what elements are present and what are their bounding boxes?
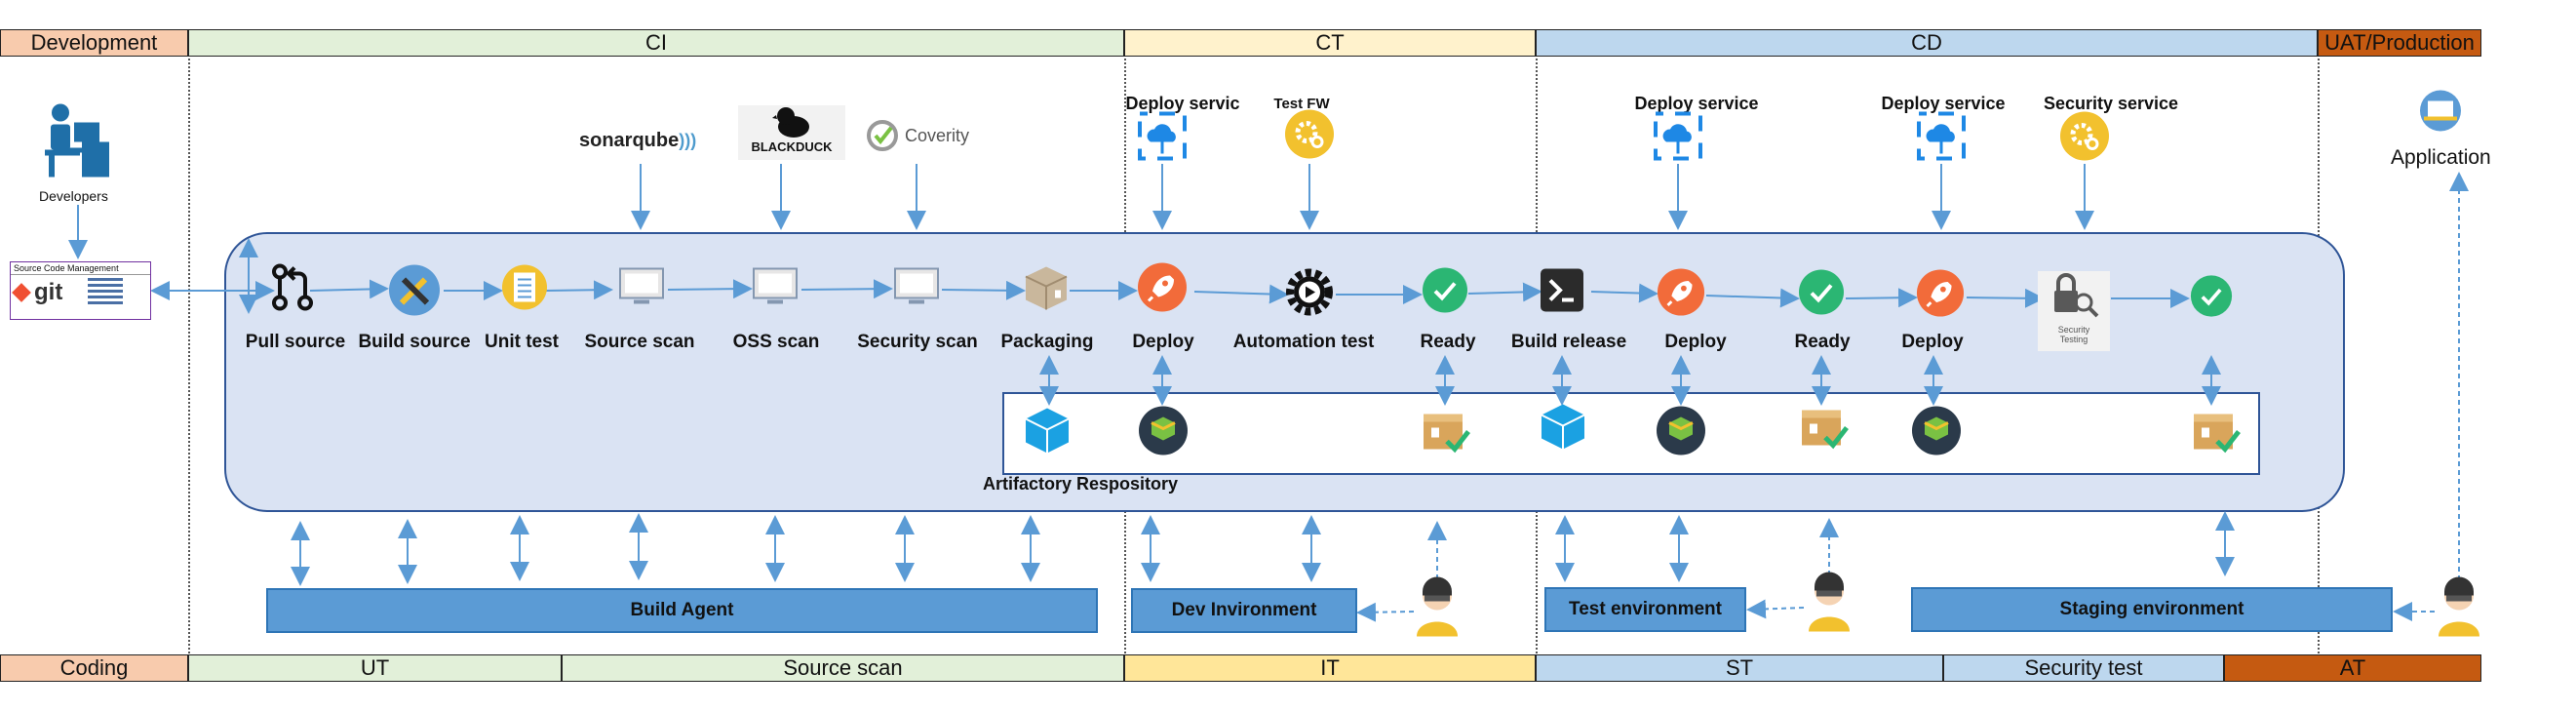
package-box-icon <box>1022 263 1071 317</box>
developers-label: Developers <box>39 188 108 204</box>
service-label: Deploy service <box>1634 94 1759 113</box>
security-scan-monitor-icon <box>891 265 942 313</box>
service-label: Deploy service <box>1881 94 2006 113</box>
service-label: Security service <box>2043 94 2179 113</box>
tester-user-icon <box>2433 576 2485 644</box>
dev-environment-box: Dev Invironment <box>1131 588 1357 633</box>
artifactory-box <box>1002 392 2260 475</box>
artifact-package-icon <box>1798 403 1849 456</box>
artifact-package-icon <box>2190 407 2241 460</box>
tester-user-icon <box>1411 576 1464 644</box>
git-label: git <box>34 279 63 305</box>
ready-check-icon <box>1422 267 1468 319</box>
step-label: Source scan <box>584 332 695 352</box>
step-label: Ready <box>1794 332 1851 352</box>
azure-deploy-icon <box>1916 111 1967 167</box>
bottom-phase-st: ST <box>1536 654 1943 682</box>
bottom-phase-coding: Coding <box>0 654 188 682</box>
step-label: Packaging <box>1000 332 1094 352</box>
test-fw-icon <box>1284 109 1335 165</box>
build-agent-box: Build Agent <box>266 588 1098 633</box>
tester-user-icon <box>1803 572 1855 639</box>
artifact-cube-icon <box>1539 402 1587 457</box>
oss-scan-monitor-icon <box>750 265 800 313</box>
scm-box: Source Code Management git <box>10 261 151 320</box>
bottom-phase-it: IT <box>1124 654 1536 682</box>
artifactory-label: Artifactory Respository <box>983 474 1179 494</box>
bottom-phase-source-scan: Source scan <box>562 654 1124 682</box>
pull-request-icon <box>267 262 318 318</box>
deploy-rocket-icon <box>1657 268 1705 322</box>
azure-deploy-icon <box>1137 111 1188 167</box>
artifact-package-icon <box>1420 407 1470 460</box>
separator <box>188 59 190 653</box>
security-testing-icon: Security Testing <box>2038 271 2110 351</box>
bottom-phase-ut: UT <box>188 654 562 682</box>
developer-icon <box>41 103 111 186</box>
artifact-disc-icon <box>1138 406 1189 461</box>
deploy-rocket-icon <box>1137 262 1188 318</box>
bottom-phase-security-test: Security test <box>1943 654 2224 682</box>
service-label: Test FW <box>1273 96 1330 112</box>
artifact-disc-icon <box>1911 406 1962 461</box>
coverity-logo: Coverity <box>866 119 969 152</box>
top-phase-uat: UAT/Production <box>2318 29 2481 57</box>
application-label: Application <box>2391 146 2491 169</box>
step-label: Automation test <box>1232 332 1375 352</box>
step-label: Security scan <box>857 332 978 352</box>
git-icon <box>12 283 31 302</box>
top-phase-ci: CI <box>188 29 1124 57</box>
application-icon <box>2414 90 2467 141</box>
build-tools-icon <box>388 264 441 322</box>
step-label: OSS scan <box>732 332 820 352</box>
step-label: Unit test <box>485 332 559 352</box>
top-phase-ct: CT <box>1124 29 1536 57</box>
svn-icon <box>88 278 124 307</box>
step-label: Build source <box>358 332 471 352</box>
final-ready-check-icon <box>2190 275 2233 323</box>
artifact-cube-icon <box>1023 406 1072 461</box>
blackduck-logo: BLACKDUCK <box>738 105 845 160</box>
top-phase-development: Development <box>0 29 188 57</box>
step-label: Deploy <box>1901 332 1964 352</box>
bottom-phase-at: AT <box>2224 654 2481 682</box>
staging-environment-box: Staging environment <box>1911 587 2393 632</box>
scm-title: Source Code Management <box>11 262 150 275</box>
artifact-disc-icon <box>1656 406 1706 461</box>
test-environment-box: Test environment <box>1544 587 1746 632</box>
sonarqube-logo: sonarqube))) <box>579 130 697 151</box>
step-label: Deploy <box>1132 332 1194 352</box>
ready-check-icon <box>1798 269 1845 321</box>
step-label: Pull source <box>245 332 346 352</box>
source-scan-monitor-icon <box>616 265 667 313</box>
step-label: Deploy <box>1664 332 1727 352</box>
security-service-icon <box>2059 111 2110 167</box>
unit-test-checklist-icon <box>501 264 548 316</box>
step-label: Build release <box>1510 332 1627 352</box>
automation-gear-icon <box>1284 267 1335 323</box>
azure-deploy-icon <box>1653 111 1703 167</box>
service-label: Deploy servic <box>1125 94 1240 113</box>
build-release-terminal-icon <box>1539 267 1585 319</box>
step-label: Ready <box>1420 332 1476 352</box>
top-phase-cd: CD <box>1536 29 2318 57</box>
deploy-rocket-icon <box>1916 269 1965 323</box>
